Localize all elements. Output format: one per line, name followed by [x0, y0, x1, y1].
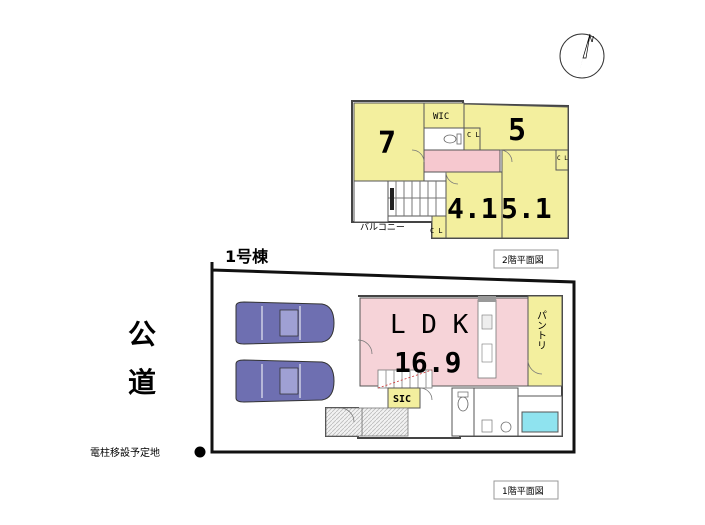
caption-2f-box — [493, 249, 559, 269]
stairs-2f — [387, 180, 447, 217]
room-4-1-label: 4.1 — [447, 192, 498, 225]
closet-b — [431, 215, 447, 239]
entrance-floor — [361, 407, 409, 437]
compass-letter: N — [588, 35, 594, 44]
first-floor-plan: パントリ SIC L — [325, 295, 563, 439]
pantry-label: パントリ — [535, 310, 547, 350]
wic-room — [423, 102, 465, 129]
pole-label: 電柱移設予定地 — [90, 446, 160, 459]
sic-label: SIC — [393, 394, 411, 405]
balcony-label: バルコニー — [360, 222, 405, 233]
road-label-2: 道 — [128, 366, 156, 399]
building-label: 1号棟 — [225, 247, 269, 266]
ldk-size-label: 16.9 — [394, 346, 461, 379]
car-icon — [235, 359, 335, 403]
balcony — [353, 180, 389, 223]
caption-2f: 2階平面図 — [502, 255, 544, 266]
cl-label-b: C L — [430, 227, 443, 235]
caption-1f: 1階平面図 — [502, 486, 544, 497]
compass-icon: N — [559, 33, 605, 79]
room-4-1 — [445, 171, 503, 239]
corridor — [423, 149, 501, 173]
room-7 — [353, 102, 425, 182]
room-5-label: 5 — [508, 113, 526, 148]
utility-pole-icon — [194, 446, 206, 458]
washroom — [473, 387, 519, 437]
cl-label-a: C L — [467, 131, 480, 139]
room-5-1-label: 5.1 — [501, 192, 552, 225]
car-icon — [235, 301, 335, 345]
bathtub — [521, 411, 559, 433]
ldk-label: L D K — [390, 310, 469, 340]
room-7-label: 7 — [378, 126, 396, 161]
road-label-1: 公 — [128, 318, 156, 351]
site-boundary — [210, 262, 576, 454]
kitchen-counter — [477, 299, 497, 379]
caption-1f-box — [493, 480, 559, 500]
cl-label-c: C L — [557, 155, 568, 162]
wic-label: WIC — [433, 112, 449, 122]
second-floor-plan: 7 5 WIC C L C L C L 4.1 5.1 バルコニー — [351, 100, 569, 239]
